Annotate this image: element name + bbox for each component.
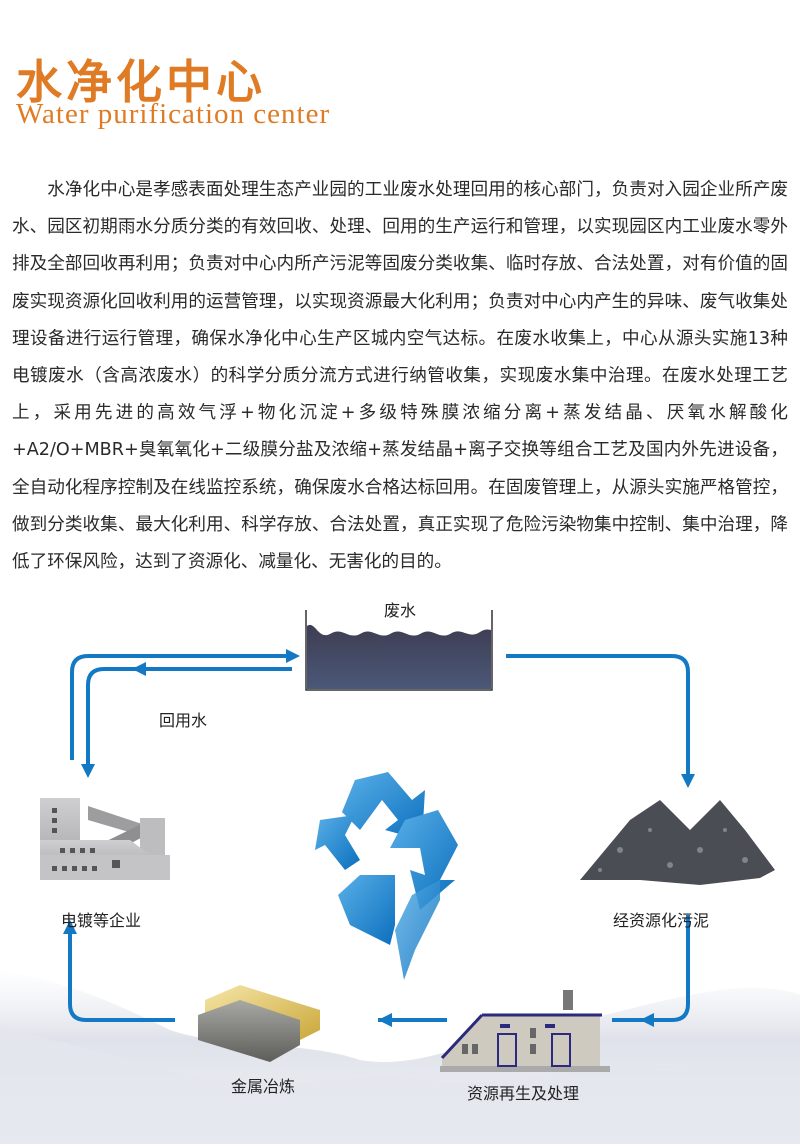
arrow-tank-to-sludge bbox=[506, 654, 690, 778]
arrow-heads bbox=[63, 649, 695, 1027]
label-enterprises: 电镀等企业 bbox=[60, 911, 142, 930]
arrow-enterprise-to-tank bbox=[70, 654, 290, 760]
page-title: 水净化中心 bbox=[16, 55, 266, 109]
wastewater-tank-icon bbox=[305, 610, 493, 691]
label-regeneration: 资源再生及处理 bbox=[466, 1084, 580, 1103]
regeneration-plant-icon bbox=[440, 990, 610, 1072]
factory-icon bbox=[40, 798, 170, 880]
arrow-sludge-to-regeneration bbox=[612, 915, 690, 1022]
label-wastewater: 废水 bbox=[383, 601, 417, 620]
intro-paragraph: 水净化中心是孝感表面处理生态产业园的工业废水处理回用的核心部门，负责对入园企业所… bbox=[12, 180, 788, 573]
arrow-smelting-to-enterprise bbox=[68, 930, 175, 1022]
label-reuse-water: 回用水 bbox=[158, 711, 208, 730]
label-metal-smelting: 金属冶炼 bbox=[230, 1077, 296, 1096]
arrow-tank-to-enterprise bbox=[86, 667, 292, 768]
flow-arrows bbox=[68, 654, 690, 1022]
mist-mountains-background bbox=[0, 970, 800, 1144]
recycle-icon bbox=[315, 772, 458, 980]
page-subtitle: Water purification center bbox=[16, 98, 331, 130]
label-sludge: 经资源化污泥 bbox=[612, 911, 710, 930]
metal-ingot-icon bbox=[198, 985, 320, 1062]
sludge-pile-icon bbox=[580, 800, 775, 885]
